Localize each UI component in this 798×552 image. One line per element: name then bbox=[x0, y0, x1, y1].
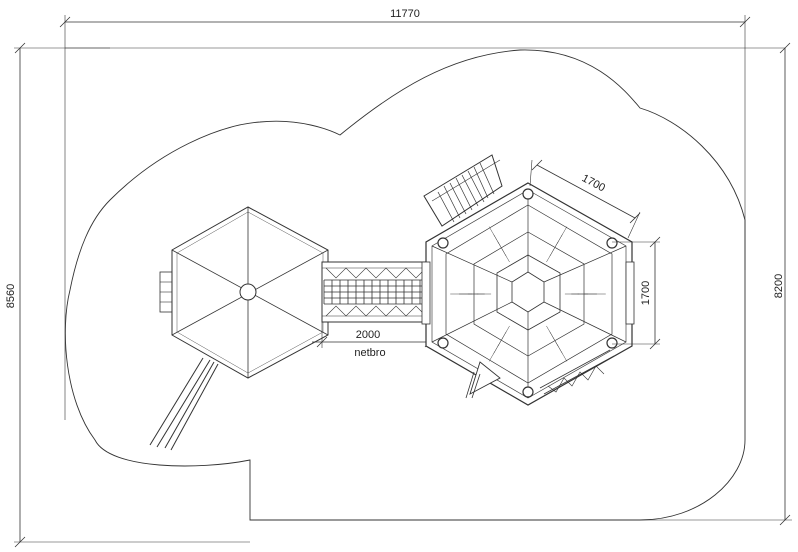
overall-height-label: 8560 bbox=[5, 284, 17, 308]
bridge-net-grid bbox=[323, 279, 429, 305]
deck-slat bbox=[488, 342, 501, 362]
entry-step bbox=[465, 361, 501, 399]
deck-slats bbox=[450, 226, 606, 362]
deck-slat bbox=[555, 342, 568, 362]
climbing-ladder bbox=[423, 154, 503, 227]
safety-zone-outline bbox=[64, 49, 746, 521]
zone-height-label: 8200 bbox=[773, 274, 785, 298]
deck-slat bbox=[555, 226, 568, 246]
hex-side-label: 1700 bbox=[580, 172, 607, 194]
bridge-length-label: 2000 bbox=[356, 329, 380, 341]
dimension-bridge-length: 2000 netbro bbox=[312, 322, 436, 359]
dimension-overall-height: 8560 bbox=[5, 42, 250, 548]
net-bridge bbox=[321, 261, 431, 323]
rope-ramp bbox=[539, 349, 615, 395]
dimension-overall-width: 11770 bbox=[59, 8, 751, 420]
hex-opening-label: 1700 bbox=[640, 281, 652, 305]
roof-tower bbox=[159, 206, 329, 379]
bridge-name-label: netbro bbox=[354, 347, 385, 359]
dimension-zone-height: 8200 bbox=[640, 42, 792, 526]
overall-width-label: 11770 bbox=[390, 8, 420, 20]
dimension-hex-opening: 1700 bbox=[612, 236, 661, 350]
slide-rails bbox=[149, 357, 219, 451]
hex-deck bbox=[421, 182, 635, 406]
deck-slat bbox=[488, 226, 501, 246]
